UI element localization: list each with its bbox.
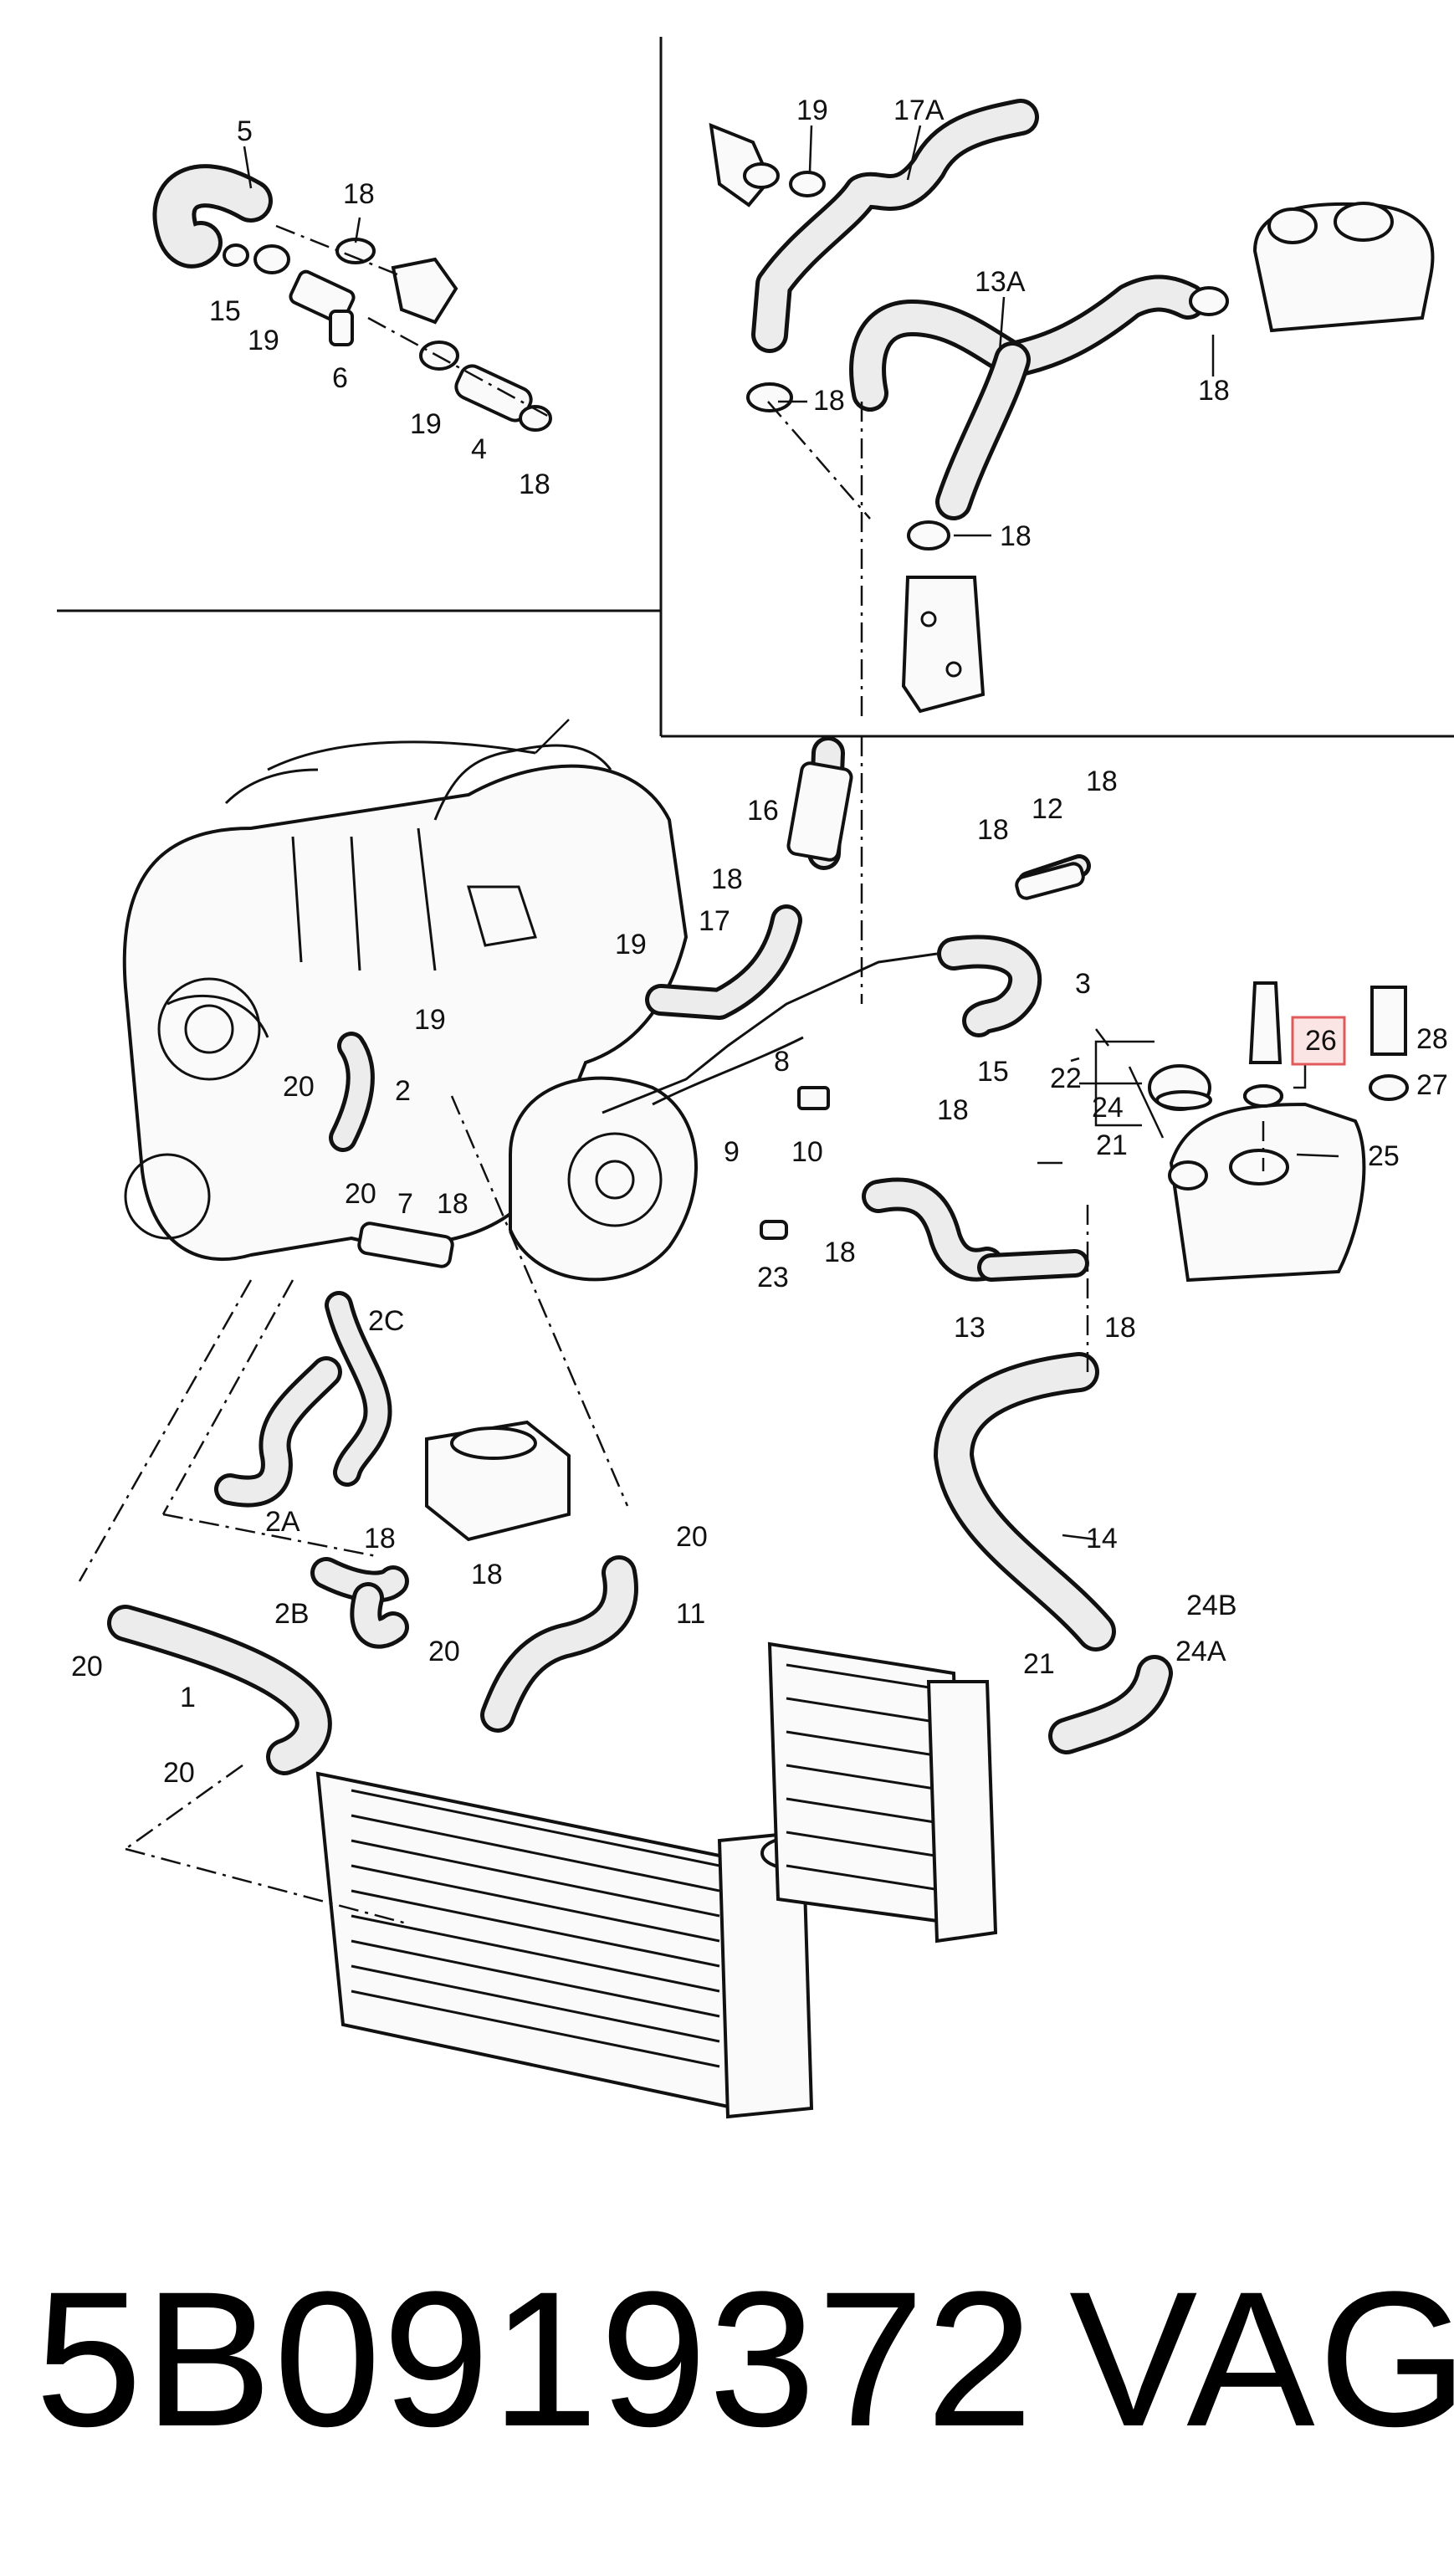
callout-24A: 24A: [1175, 1636, 1226, 1667]
callout-17A: 17A: [893, 95, 945, 126]
callout-12: 12: [1032, 793, 1063, 825]
callout-16: 16: [747, 795, 779, 827]
callout-19: 19: [410, 408, 442, 440]
inset-frame: [57, 37, 1454, 738]
callout-10: 10: [791, 1136, 823, 1168]
callout-2: 2: [395, 1075, 411, 1107]
callout-24B: 24B: [1186, 1590, 1237, 1621]
callout-18: 18: [1086, 766, 1118, 797]
callout-18: 18: [1000, 520, 1032, 552]
callout-19: 19: [414, 1004, 446, 1036]
highlight-callout-26[interactable]: 26: [1291, 1016, 1346, 1066]
callout-11: 11: [676, 1598, 705, 1630]
callout-13: 13: [954, 1312, 986, 1344]
radiator-front: [315, 1771, 821, 2119]
callout-8: 8: [774, 1046, 790, 1078]
engine-block: [122, 719, 699, 1282]
top-right-inset: [709, 99, 1435, 720]
expansion-tank: [1148, 981, 1409, 1283]
callout-14: 14: [1086, 1523, 1118, 1554]
radiator-rear: [767, 1641, 998, 1944]
callout-2A: 2A: [265, 1506, 300, 1538]
callout-18: 18: [471, 1559, 503, 1590]
callout-21: 21: [1023, 1648, 1055, 1680]
callout-15: 15: [209, 295, 241, 327]
callout-19: 19: [615, 929, 647, 960]
callout-18: 18: [343, 178, 375, 210]
highlight-label: 26: [1305, 1025, 1337, 1057]
callout-20: 20: [283, 1071, 315, 1103]
callout-19: 19: [248, 325, 279, 356]
callout-18: 18: [813, 385, 845, 417]
guide-lines: [78, 736, 1265, 1926]
callout-6: 6: [332, 362, 348, 394]
callout-22: 22: [1050, 1063, 1082, 1094]
callout-2C: 2C: [368, 1305, 404, 1337]
callout-18: 18: [824, 1237, 856, 1268]
oil-cooler: [425, 1420, 571, 1542]
callout-4: 4: [471, 433, 487, 465]
part-number: 5B0919372: [35, 2251, 1035, 2466]
callout-18: 18: [364, 1523, 396, 1554]
callout-21: 21: [1096, 1129, 1128, 1161]
callout-18: 18: [711, 863, 743, 895]
hoses-main: [107, 736, 1173, 1775]
callout-15: 15: [977, 1056, 1009, 1088]
brand-label: VAG: [1069, 2251, 1454, 2466]
callout-20: 20: [71, 1651, 103, 1682]
callout-13A: 13A: [975, 266, 1026, 298]
top-left-inset: [152, 164, 553, 432]
callout-18: 18: [977, 814, 1009, 846]
callout-28: 28: [1416, 1023, 1448, 1055]
callout-labels: 5 18 15 19 6 19 4 18 19 17A 13A 18 18 18…: [71, 95, 1448, 1789]
callout-18: 18: [519, 469, 550, 500]
callout-24: 24: [1092, 1092, 1124, 1124]
callout-18: 18: [437, 1188, 468, 1220]
callout-20: 20: [163, 1757, 195, 1789]
callout-20: 20: [676, 1521, 708, 1553]
callout-1: 1: [180, 1682, 196, 1713]
pipe-8: [602, 952, 938, 1114]
callout-23: 23: [757, 1262, 789, 1293]
callout-17: 17: [699, 905, 730, 937]
callout-5: 5: [237, 115, 253, 147]
callout-3: 3: [1075, 968, 1091, 1000]
callout-20: 20: [428, 1636, 460, 1667]
callout-9: 9: [724, 1136, 740, 1168]
callout-27: 27: [1416, 1069, 1448, 1101]
callout-18: 18: [1104, 1312, 1136, 1344]
callout-7: 7: [397, 1188, 413, 1220]
callout-19: 19: [796, 95, 828, 126]
coolant-hose-exploded-diagram: 5 18 15 19 6 19 4 18 19 17A 13A 18 18 18…: [57, 37, 1454, 2119]
callout-20: 20: [345, 1178, 376, 1210]
callout-18: 18: [1198, 375, 1230, 407]
callout-2B: 2B: [274, 1598, 310, 1630]
callout-25: 25: [1368, 1140, 1400, 1172]
callout-18: 18: [937, 1094, 969, 1126]
